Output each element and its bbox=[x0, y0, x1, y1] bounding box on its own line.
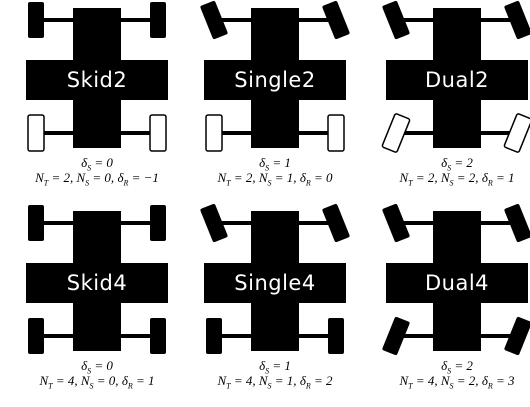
rear-left-wheel bbox=[28, 318, 44, 354]
rear-right-wheel bbox=[149, 114, 167, 152]
steering-degree-formula: δS = 2 bbox=[441, 358, 473, 376]
rear-axle bbox=[222, 131, 328, 135]
front-axle bbox=[222, 221, 328, 225]
configuration-parameters-formula: NT = 2, NS = 1, δR = 0 bbox=[217, 170, 333, 188]
rear-axle bbox=[404, 131, 510, 135]
chassis-label-plate bbox=[204, 60, 346, 100]
configuration-parameters-formula: NT = 4, NS = 2, δR = 3 bbox=[399, 373, 515, 391]
rear-right-wheel bbox=[150, 318, 166, 354]
robot-name-label: Skid2 bbox=[66, 68, 128, 92]
chassis-label-plate bbox=[386, 60, 528, 100]
front-right-wheel bbox=[150, 2, 166, 38]
chassis-label-plate bbox=[386, 263, 528, 303]
front-left-wheel bbox=[200, 203, 228, 243]
rear-left-wheel bbox=[381, 113, 411, 153]
robot-name-label: Single2 bbox=[234, 68, 316, 92]
front-right-wheel bbox=[322, 203, 350, 243]
configuration-parameters-formula: NT = 2, NS = 0, δR = −1 bbox=[35, 170, 159, 188]
steering-degree-formula: δS = 1 bbox=[259, 155, 291, 173]
rear-left-wheel bbox=[382, 316, 410, 356]
rear-axle bbox=[404, 334, 510, 338]
robot-chassis-graphic bbox=[26, 2, 168, 152]
rear-right-wheel bbox=[328, 318, 344, 354]
front-left-wheel bbox=[28, 2, 44, 38]
front-right-wheel bbox=[504, 203, 530, 243]
robot-chassis-graphic bbox=[200, 203, 350, 354]
front-left-wheel bbox=[382, 0, 410, 40]
robot-name-label: Single4 bbox=[234, 271, 316, 295]
rear-axle bbox=[44, 131, 150, 135]
steering-degree-formula: δS = 1 bbox=[259, 358, 291, 376]
front-right-wheel bbox=[322, 0, 350, 40]
front-left-wheel bbox=[382, 203, 410, 243]
rear-axle bbox=[44, 334, 150, 338]
robot-name-label: Dual2 bbox=[424, 68, 490, 92]
robot-chassis-graphic bbox=[382, 203, 530, 356]
front-left-wheel bbox=[200, 0, 228, 40]
rear-right-wheel bbox=[503, 113, 530, 153]
rear-axle bbox=[222, 334, 328, 338]
robot-chassis-graphic bbox=[200, 0, 350, 152]
configuration-parameters-formula: NT = 2, NS = 2, δR = 1 bbox=[399, 170, 515, 188]
front-right-wheel bbox=[150, 205, 166, 241]
rear-right-wheel bbox=[327, 114, 345, 152]
front-axle bbox=[222, 18, 328, 22]
steering-degree-formula: δS = 2 bbox=[441, 155, 473, 173]
rear-left-wheel bbox=[206, 318, 222, 354]
rear-left-wheel bbox=[205, 114, 223, 152]
front-axle bbox=[404, 18, 510, 22]
steering-degree-formula: δS = 0 bbox=[81, 155, 113, 173]
robot-name-label: Dual4 bbox=[424, 271, 490, 295]
rear-right-wheel bbox=[504, 316, 530, 356]
chassis-label-plate bbox=[26, 263, 168, 303]
front-axle bbox=[404, 221, 510, 225]
robot-chassis-graphic bbox=[26, 205, 168, 354]
robot-name-label: Skid4 bbox=[66, 271, 128, 295]
robot-chassis-graphic bbox=[381, 0, 530, 153]
front-axle bbox=[44, 221, 150, 225]
chassis-label-plate bbox=[204, 263, 346, 303]
configuration-parameters-formula: NT = 4, NS = 0, δR = 1 bbox=[39, 373, 155, 391]
configuration-parameters-formula: NT = 4, NS = 1, δR = 2 bbox=[217, 373, 333, 391]
front-axle bbox=[44, 18, 150, 22]
front-right-wheel bbox=[504, 0, 530, 40]
front-left-wheel bbox=[28, 205, 44, 241]
steering-degree-formula: δS = 0 bbox=[81, 358, 113, 376]
chassis-label-plate bbox=[26, 60, 168, 100]
rear-left-wheel bbox=[27, 114, 45, 152]
